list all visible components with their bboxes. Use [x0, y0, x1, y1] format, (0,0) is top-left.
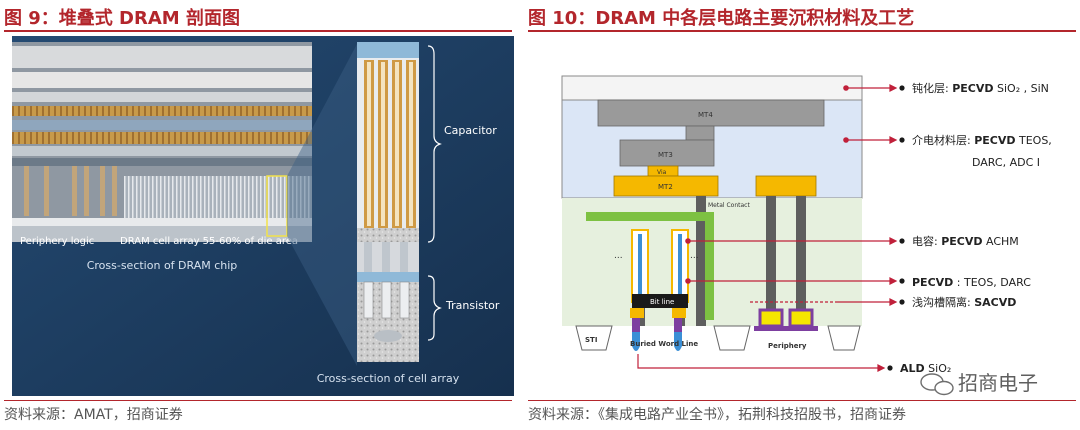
bit-line: [632, 294, 688, 308]
buried-word-line-right: [672, 308, 686, 351]
annotation-dielectric: 介电材料层: PECVD TEOS,: [912, 133, 1052, 147]
mt4-label: MT4: [698, 111, 713, 119]
right-figure-title: 图 10：DRAM 中各层电路主要沉积材料及工艺: [528, 8, 915, 29]
cell-caption: Cross-section of cell array: [317, 372, 460, 385]
mt4-layer: [597, 99, 825, 127]
annotation-pecvd-teos: PECVD : TEOS, DARC: [912, 276, 1031, 289]
cell-array-zoom: [357, 42, 419, 362]
left-source-rule: [4, 400, 512, 401]
periphery-transistors: [754, 308, 818, 331]
passivation-layer: [561, 75, 863, 101]
dots-left: ...: [614, 251, 623, 261]
bit-line-label: Bit line: [650, 298, 674, 306]
dram-stack-cross-section-image: Periphery logic DRAM cell array 55-60% o…: [12, 36, 514, 396]
capacitor-label: Capacitor: [444, 124, 497, 137]
annotation-ald: ALD SiO₂: [900, 362, 951, 375]
annotation-capacitor: 电容: PECVD ACHM: [912, 234, 1019, 248]
transistor-label: Transistor: [445, 299, 500, 312]
metal-contact: [696, 196, 706, 332]
green-wire-vertical: [705, 212, 714, 320]
annotation-dielectric-cont: DARC, ADC I: [972, 156, 1040, 169]
dots-right: ...: [690, 251, 699, 261]
via-label: Via: [657, 169, 667, 176]
cell-array-label: DRAM cell array 55-60% of die area: [120, 236, 298, 247]
buried-word-line-left: [630, 308, 644, 351]
buried-word-line-label: Buried Word Line: [630, 340, 698, 348]
left-figure-title: 图 9：堆叠式 DRAM 剖面图: [4, 8, 240, 29]
mt3-label: MT3: [658, 151, 673, 159]
left-title-rule: [4, 30, 512, 32]
periphery-logic-label: Periphery logic: [20, 236, 94, 247]
dram-layer-deposition-diagram: MT4 MT3 Via MT2 Metal Contact: [528, 36, 1076, 396]
mt2-layer: [613, 175, 719, 197]
mt2-label: MT2: [658, 183, 673, 191]
sti-label: STI: [585, 336, 597, 344]
right-title-rule: [528, 30, 1076, 32]
sti-left: [575, 325, 613, 351]
left-source: 资料来源：AMAT，招商证券: [4, 407, 183, 423]
annotation-sti: 浅沟槽隔离: SACVD: [912, 295, 1016, 309]
wechat-watermark: 招商电子: [920, 371, 1038, 396]
sti-mid: [713, 325, 751, 351]
green-wire-top: [586, 212, 714, 221]
periphery-label: Periphery: [768, 342, 807, 350]
chip-cross-section: [12, 42, 312, 242]
chip-caption: Cross-section of DRAM chip: [87, 259, 238, 272]
sti-right: [827, 325, 861, 351]
right-source: 资料来源：《集成电路产业全书》，拓荆科技招股书，招商证券: [528, 407, 906, 423]
annotation-passivation: 钝化层: PECVD SiO₂ , SiN: [912, 81, 1049, 95]
right-source-rule: [528, 400, 1076, 401]
metal-contact-label: Metal Contact: [708, 202, 750, 209]
watermark-text: 招商电子: [958, 371, 1038, 395]
periphery-metal: [755, 175, 817, 197]
